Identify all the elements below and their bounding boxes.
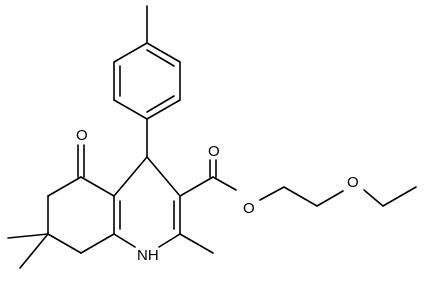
gem-methyl-bond xyxy=(19,233,49,269)
aryl-double-bond xyxy=(146,49,175,67)
chain-bond xyxy=(283,186,318,207)
acyl-oxygen-bond xyxy=(212,176,237,191)
ester-oxygen-label: O xyxy=(243,200,255,217)
ring-bond xyxy=(80,176,115,197)
aryl-bond xyxy=(113,99,148,120)
ring-bond xyxy=(80,233,115,254)
ring-bond xyxy=(113,233,136,248)
ring-bond xyxy=(113,156,148,197)
ring-bond xyxy=(146,156,181,197)
aryl-bond xyxy=(113,42,148,63)
cyclohexenone-ring xyxy=(47,144,115,254)
ring-bond xyxy=(158,233,181,248)
oxygen-ch2-bond xyxy=(259,186,285,201)
ring-bond xyxy=(47,176,82,197)
ether-oxygen-label: O xyxy=(347,174,359,191)
ring-bond xyxy=(47,233,82,254)
aryl-bond xyxy=(146,99,181,120)
ester-carbonyl-oxygen-label: O xyxy=(208,143,220,160)
dihydropyridine-ring xyxy=(113,156,181,248)
c2-methyl-bond xyxy=(179,233,214,254)
aryl-bond xyxy=(146,42,181,63)
chain-bond xyxy=(316,190,344,207)
ring-nitrogen-label: NH xyxy=(137,247,159,264)
aryl-double-bond xyxy=(146,95,175,113)
gem-methyl-bond xyxy=(7,233,49,239)
chain-bond xyxy=(382,186,417,207)
c3-carbonyl-bond xyxy=(179,176,214,197)
ester-group xyxy=(179,159,417,207)
chain-bond xyxy=(363,189,384,207)
ketone-oxygen-label: O xyxy=(76,127,88,144)
tolyl-group xyxy=(113,5,181,120)
